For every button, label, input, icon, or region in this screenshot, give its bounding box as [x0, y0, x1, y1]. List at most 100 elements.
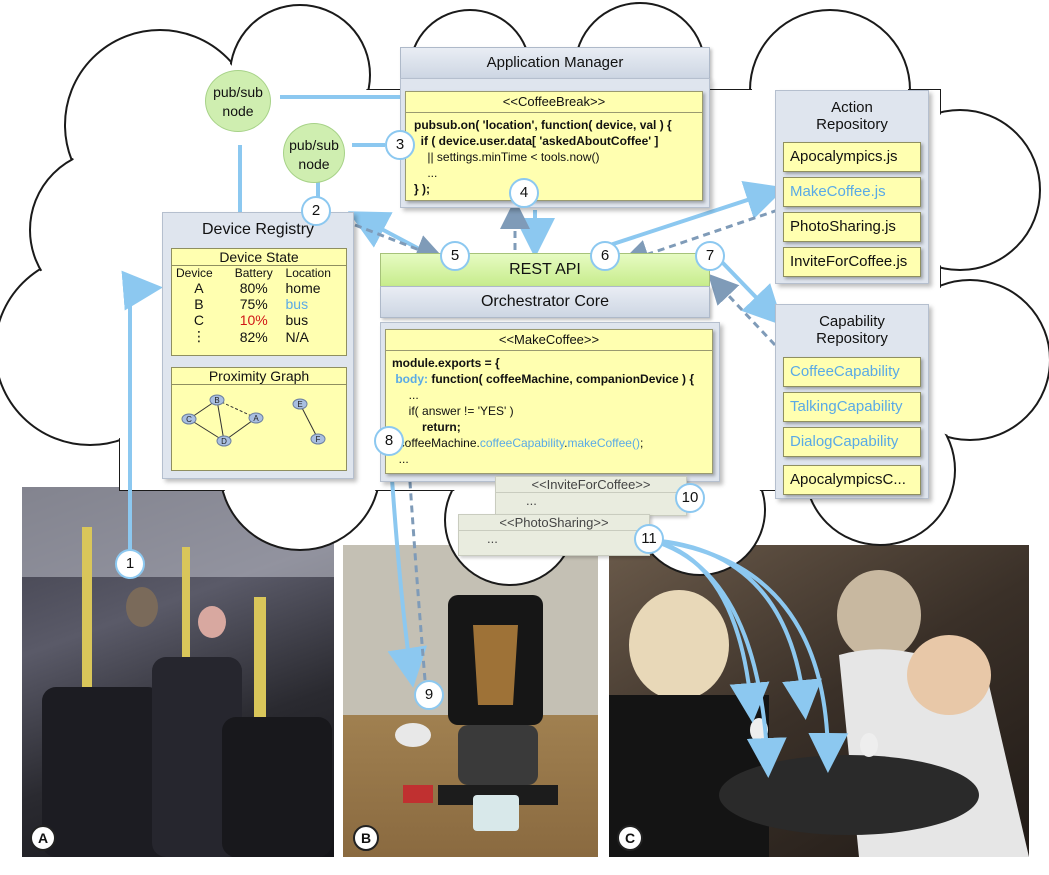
- cell-location: N/A: [285, 328, 309, 345]
- step-marker-1: 1: [115, 549, 145, 579]
- table-header: Battery: [234, 266, 273, 280]
- code-line: ...: [398, 452, 409, 466]
- cell-location: bus: [285, 312, 309, 328]
- graph-node-d: [216, 435, 232, 447]
- step-marker-11: 11: [634, 524, 664, 554]
- code-capability: coffeeCapability: [479, 436, 565, 450]
- application-manager-header: Application Manager: [400, 47, 710, 79]
- coffee-break-body: pubsub.on( 'location', function( device,…: [406, 113, 702, 201]
- orchestrator-core-header: Orchestrator Core: [380, 286, 710, 318]
- code-line: ...: [402, 388, 419, 402]
- graph-node-label: F: [316, 435, 321, 444]
- graph-node-b: [209, 394, 225, 406]
- graph-node-c: [181, 413, 197, 425]
- device-state-box: Device State Device Battery Location A 8…: [171, 248, 347, 356]
- coffee-break-code: <<CoffeeBreak>> pubsub.on( 'location', f…: [405, 91, 703, 201]
- step-marker-9: 9: [414, 680, 444, 710]
- pubsub-label: pub/sub: [213, 84, 263, 100]
- step-marker-5: 5: [440, 241, 470, 271]
- cell-device: B: [194, 296, 204, 312]
- pubsub-label: node: [298, 156, 330, 172]
- step-marker-7: 7: [695, 241, 725, 271]
- graph-node-f: [310, 433, 326, 445]
- action-repository-title: Action: [831, 99, 873, 116]
- coffee-break-title: <<CoffeeBreak>>: [406, 92, 702, 113]
- cell-location: bus: [285, 296, 309, 312]
- step-marker-10: 10: [675, 483, 705, 513]
- code-line: if ( device.user.data[ 'askedAboutCoffee…: [414, 134, 659, 148]
- capability-item: CoffeeCapability: [783, 357, 921, 387]
- code-line: ...: [414, 166, 438, 180]
- graph-node-e: [292, 398, 308, 410]
- capability-item: DialogCapability: [783, 427, 921, 457]
- table-header: Device: [176, 266, 213, 280]
- capability-repository-title: Capability: [819, 313, 885, 330]
- cell-device: C: [193, 312, 205, 328]
- invite-for-coffee-box: <<InviteForCoffee>> ...: [495, 476, 687, 516]
- photo-sharing-box: <<PhotoSharing>> ...: [458, 514, 650, 556]
- photo-label-b: B: [353, 825, 379, 851]
- device-state-table: Device Battery Location A 80% home B 75%…: [172, 266, 346, 345]
- make-coffee-body: module.exports = { body: function( coffe…: [386, 351, 712, 471]
- photo-b-coffee-machine: [343, 545, 598, 857]
- photo-sharing-body: ...: [487, 531, 498, 546]
- action-item: Apocalympics.js: [783, 142, 921, 172]
- table-row: ⋮ 82% N/A: [172, 328, 346, 345]
- graph-node-label: D: [221, 437, 227, 446]
- graph-node-label: B: [214, 396, 219, 405]
- make-coffee-title: <<MakeCoffee>>: [386, 330, 712, 351]
- proximity-graph: B C A D E F: [181, 394, 326, 447]
- code-line: module.exports = {: [392, 356, 500, 370]
- action-repository-title: Repository: [816, 116, 888, 133]
- code-line: .: [564, 436, 568, 450]
- cell-location: home: [285, 280, 321, 296]
- cell-battery: 80%: [239, 280, 268, 296]
- code-line: ;: [639, 436, 644, 450]
- pubsub-node-2: pub/sub node: [283, 123, 345, 183]
- proximity-graph-title: Proximity Graph: [172, 368, 346, 385]
- device-registry-title: Device Registry: [201, 221, 315, 238]
- cell-battery: 10%: [239, 312, 268, 328]
- pubsub-label: pub/sub: [289, 137, 339, 153]
- step-marker-6: 6: [590, 241, 620, 271]
- action-item: MakeCoffee.js: [783, 177, 921, 207]
- code-method: makeCoffee(): [567, 436, 640, 450]
- code-keyword: body:: [395, 372, 429, 386]
- code-line: || settings.minTime < tools.now(): [414, 150, 600, 164]
- table-row: A 80% home: [172, 280, 346, 296]
- code-line: pubsub.on( 'location', function( device,…: [414, 118, 672, 132]
- graph-node-a: [248, 412, 264, 424]
- capability-repository-panel: Capability Repository CoffeeCapability T…: [775, 304, 929, 499]
- make-coffee-code: <<MakeCoffee>> module.exports = { body: …: [385, 329, 713, 474]
- graph-node-label: C: [186, 415, 192, 424]
- table-header: Location: [285, 266, 331, 280]
- cell-device: A: [194, 280, 204, 296]
- photo-label-a: A: [30, 825, 56, 851]
- cell-battery: 75%: [239, 296, 268, 312]
- graph-node-label: A: [253, 414, 259, 423]
- table-row: B 75% bus: [172, 296, 346, 312]
- capability-repository-title: Repository: [816, 330, 888, 347]
- rest-api-bar: REST API: [380, 253, 710, 287]
- action-repository-panel: Action Repository Apocalympics.js MakeCo…: [775, 90, 929, 284]
- invite-for-coffee-body: ...: [526, 493, 537, 508]
- device-state-title: Device State: [172, 249, 346, 266]
- code-line: if( answer != 'YES' ): [402, 404, 514, 418]
- invite-for-coffee-title: <<InviteForCoffee>>: [496, 477, 686, 493]
- capability-item: ApocalympicsC...: [783, 465, 921, 495]
- proximity-graph-box: Proximity Graph B C A: [171, 367, 347, 471]
- pubsub-label: node: [222, 103, 254, 119]
- capability-item: TalkingCapability: [783, 392, 921, 422]
- code-line: } );: [414, 182, 430, 196]
- cell-device: ⋮: [191, 328, 206, 344]
- step-marker-2: 2: [301, 196, 331, 226]
- code-line: coffeeMachine.: [398, 436, 480, 450]
- step-marker-3: 3: [385, 130, 415, 160]
- cell-battery: 82%: [239, 328, 268, 345]
- photo-label-c: C: [617, 825, 643, 851]
- graph-node-label: E: [297, 400, 302, 409]
- code-line: return;: [402, 420, 461, 434]
- code-line: function( coffeeMachine, companionDevice…: [428, 372, 695, 386]
- pubsub-node-1: pub/sub node: [205, 70, 271, 132]
- action-item: InviteForCoffee.js: [783, 247, 921, 277]
